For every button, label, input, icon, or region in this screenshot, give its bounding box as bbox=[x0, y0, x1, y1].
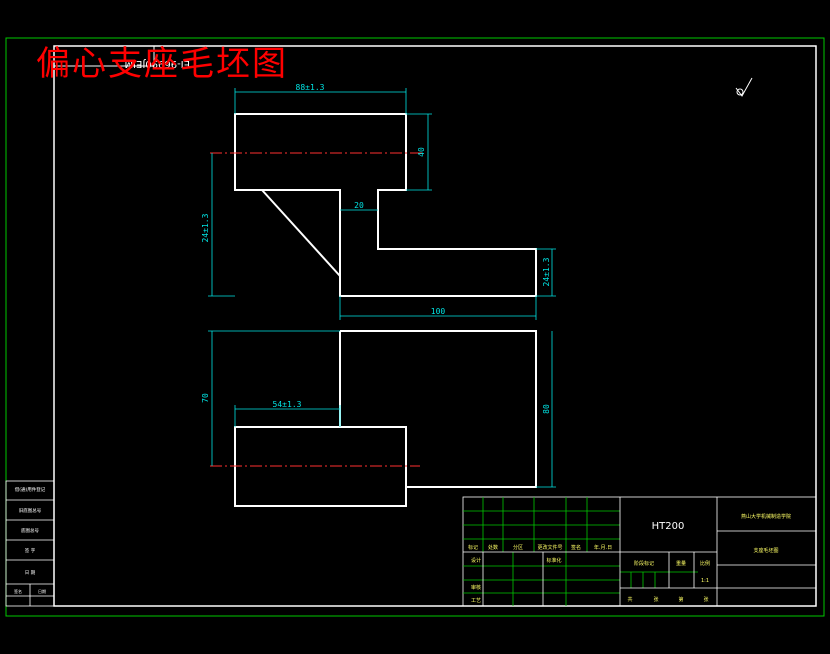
tb-header-4: 更改文件号 bbox=[537, 544, 562, 551]
tb-stage-label: 阶段标记 bbox=[634, 560, 654, 567]
upper-dimensions bbox=[208, 88, 556, 320]
dim-left-height: 24±1.3 bbox=[201, 213, 210, 242]
dim-lower-inner: 54±1.3 bbox=[273, 400, 302, 409]
strip-label-1: 借(通)用件登记 bbox=[15, 486, 46, 493]
strip-label-2: 旧底图总号 bbox=[19, 507, 42, 514]
tb-header-1: 标记 bbox=[468, 544, 478, 551]
tb-weight-label: 重量 bbox=[676, 560, 686, 567]
left-strip bbox=[5, 480, 55, 607]
tb-material: HT200 bbox=[652, 521, 685, 532]
roughness-symbol bbox=[735, 77, 753, 97]
tb-header-2: 处数 bbox=[488, 544, 498, 551]
lower-dimensions bbox=[208, 330, 556, 488]
tb-sheets-3: 第 bbox=[678, 596, 683, 603]
dim-top-width: 88±1.3 bbox=[296, 83, 325, 92]
lower-view-outline bbox=[234, 330, 537, 507]
tb-row-design: 设计 bbox=[471, 557, 481, 564]
upper-view-outline bbox=[234, 113, 537, 297]
strip-label-7: 日期 bbox=[38, 588, 46, 594]
strip-label-3: 底图总号 bbox=[21, 527, 39, 534]
dim-base-width: 100 bbox=[431, 307, 446, 316]
strip-label-5: 日 期 bbox=[25, 570, 36, 576]
drawing-title: 偏心支座毛坯图 bbox=[36, 44, 288, 84]
outer-frame bbox=[5, 37, 825, 617]
title-block bbox=[462, 496, 817, 607]
strip-label-4: 签 字 bbox=[25, 547, 36, 554]
drawing-number: EI-96990JEIM bbox=[124, 58, 190, 69]
tb-sheets-2: 张 bbox=[653, 596, 658, 603]
tb-school: 燕山大学机械制造学院 bbox=[741, 513, 791, 520]
dim-lower-right: 80 bbox=[542, 404, 551, 414]
dim-right-height: 24±1.3 bbox=[542, 257, 551, 286]
tb-scale-value: 1:1 bbox=[701, 578, 709, 584]
inner-frame bbox=[53, 45, 817, 607]
tb-header-3: 分区 bbox=[513, 544, 523, 551]
drawing-number-box bbox=[53, 45, 155, 67]
tb-row-std: 标准化 bbox=[546, 557, 561, 564]
dim-lower-height: 70 bbox=[201, 393, 210, 403]
tb-sheets-1: 共 bbox=[627, 596, 632, 603]
strip-label-6: 签名 bbox=[14, 588, 22, 594]
tb-part-name: 支座毛坯图 bbox=[753, 547, 778, 554]
dim-top-height: 40 bbox=[417, 147, 426, 157]
tb-sheets-4: 张 bbox=[703, 596, 708, 603]
tb-scale-label: 比例 bbox=[700, 560, 710, 567]
dim-gap: 20 bbox=[354, 201, 364, 210]
tb-row-review: 审核 bbox=[471, 584, 481, 591]
tb-header-6: 年.月.日 bbox=[594, 544, 612, 551]
tb-header-5: 签名 bbox=[571, 544, 581, 551]
tb-row-process: 工艺 bbox=[471, 598, 481, 604]
